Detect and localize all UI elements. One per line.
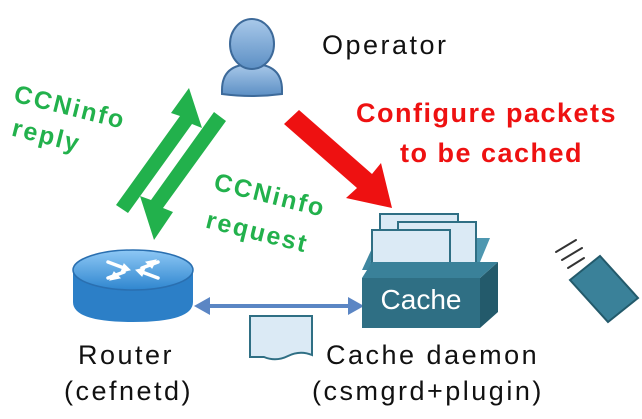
router-cache-link <box>194 297 364 315</box>
router-label-line1: Router <box>78 340 175 370</box>
cache-daemon-label-line1: Cache daemon <box>326 340 540 370</box>
configure-arrow <box>284 110 392 208</box>
operator-label: Operator <box>322 30 449 60</box>
configure-label-line2: to be cached <box>400 138 584 168</box>
router-label-line2: (cefnetd) <box>64 376 194 406</box>
data-packet-icon <box>249 315 313 361</box>
cache-server-icon <box>362 213 498 328</box>
operator-person-icon <box>221 18 283 97</box>
ccninfo-reply-arrow <box>116 88 202 213</box>
configure-label-line1: Configure packets <box>356 98 618 128</box>
cache-daemon-label-line2: (csmgrd+plugin) <box>312 376 544 406</box>
ccninfo-request-arrow <box>140 112 226 240</box>
router-icon <box>72 249 194 322</box>
cache-label: Cache <box>380 284 462 315</box>
sensor-device-icon <box>555 239 640 324</box>
